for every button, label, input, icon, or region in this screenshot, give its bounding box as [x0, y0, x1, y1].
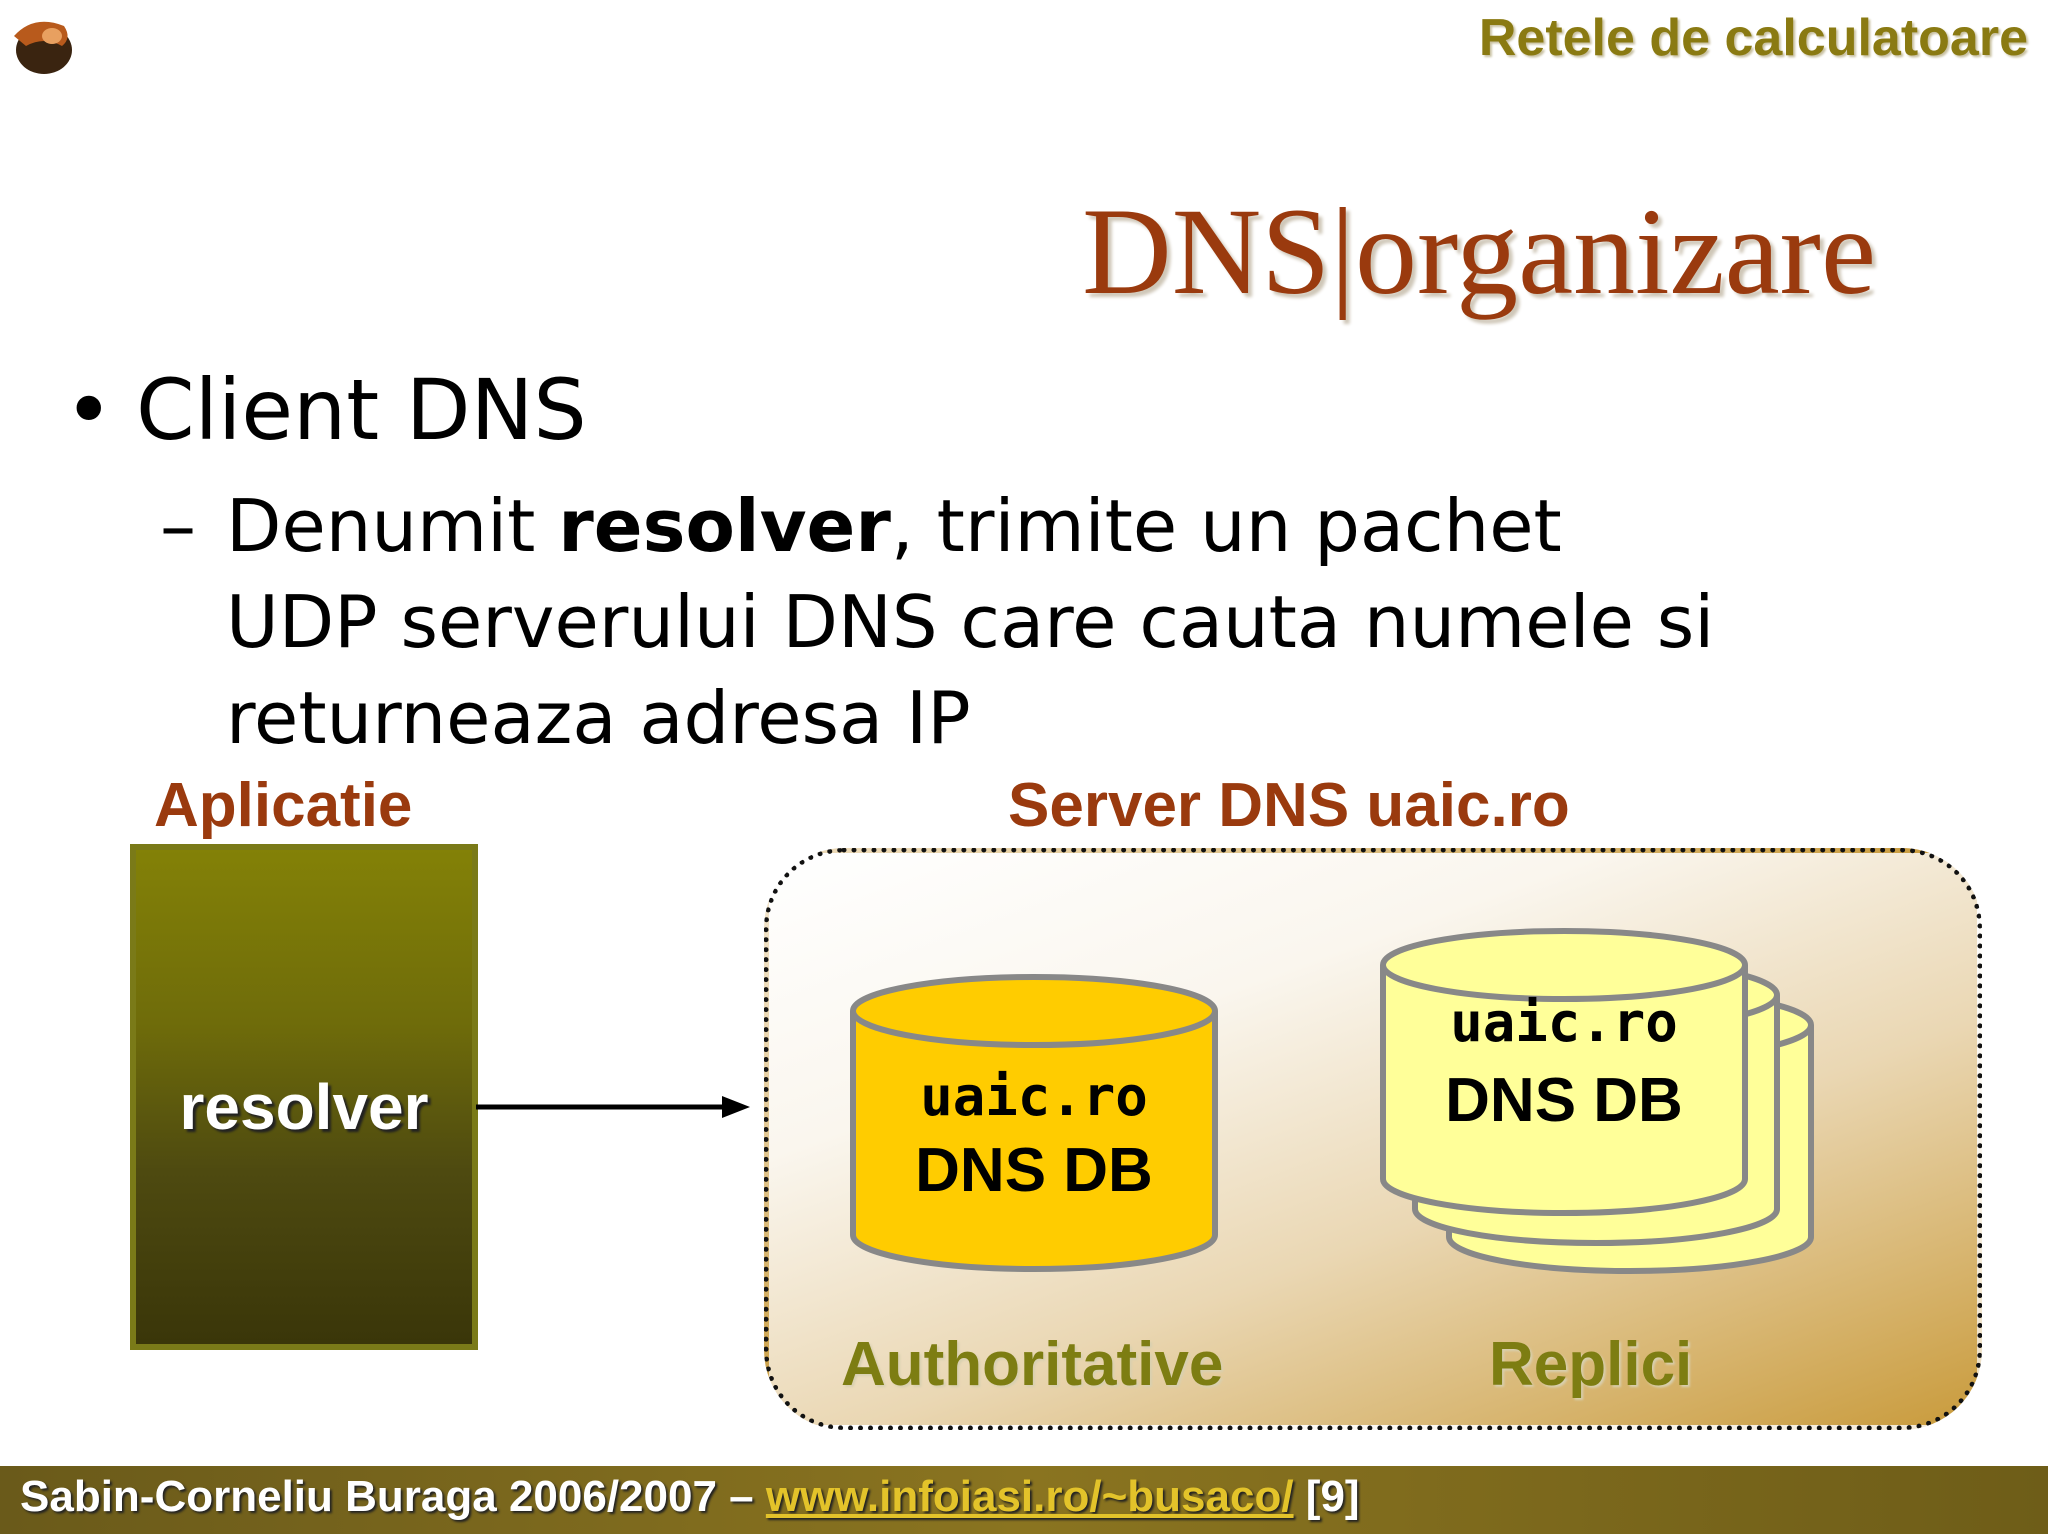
logo-icon: [14, 21, 72, 74]
footer-bar: Sabin-Corneliu Buraga 2006/2007 – www.in…: [0, 1466, 2048, 1534]
bullet-client-dns: •Client DNS: [64, 368, 587, 452]
course-title: Retele de calculatoare: [1478, 9, 2028, 67]
database-cylinder-icon: [850, 974, 1218, 1272]
footer-author: Sabin-Corneliu Buraga 2006/2007 –: [20, 1472, 766, 1521]
replica-db-name: DNS DB: [1445, 1066, 1683, 1135]
server-box: uaic.ro DNS DB uaic.ro DNS DB Authoritat…: [764, 848, 1982, 1430]
application-box: resolver: [130, 844, 478, 1350]
sub-bullet-bold: resolver: [558, 484, 891, 568]
bullet-text: Client DNS: [136, 361, 587, 459]
application-label: Aplicatie: [154, 771, 413, 840]
bullet-marker: •: [64, 361, 114, 459]
replica-db-stack: uaic.ro DNS DB: [1379, 927, 1819, 1327]
slide-title: DNS|organizare: [1082, 183, 1876, 320]
server-label: Server DNS uaic.ro: [1008, 771, 1570, 840]
replica-db-domain: uaic.ro: [1450, 991, 1678, 1054]
request-arrow: [476, 1096, 750, 1118]
database-stack-icon: [1380, 928, 1814, 1274]
footer-text: Sabin-Corneliu Buraga 2006/2007 – www.in…: [20, 1472, 1360, 1522]
sub-bullet-suffix: , trimite un pachet UDP serverului DNS c…: [226, 484, 1715, 760]
dash-marker: –: [160, 484, 196, 568]
resolver-label: resolver: [179, 1071, 429, 1143]
auth-db-name: DNS DB: [915, 1136, 1153, 1205]
auth-db-domain: uaic.ro: [920, 1065, 1148, 1128]
authoritative-caption: Authoritative: [841, 1330, 1224, 1399]
sub-bullet-resolver: – Denumit resolver, trimite un pachet UD…: [160, 478, 1720, 766]
footer-page-number: [9]: [1293, 1472, 1360, 1521]
authoritative-db: uaic.ro DNS DB: [849, 973, 1219, 1283]
sub-bullet-prefix: Denumit: [226, 484, 559, 568]
footer-link[interactable]: www.infoiasi.ro/~busaco/: [765, 1472, 1294, 1521]
replici-caption: Replici: [1489, 1330, 1693, 1399]
sub-bullet-text: Denumit resolver, trimite un pachet UDP …: [160, 478, 1720, 766]
